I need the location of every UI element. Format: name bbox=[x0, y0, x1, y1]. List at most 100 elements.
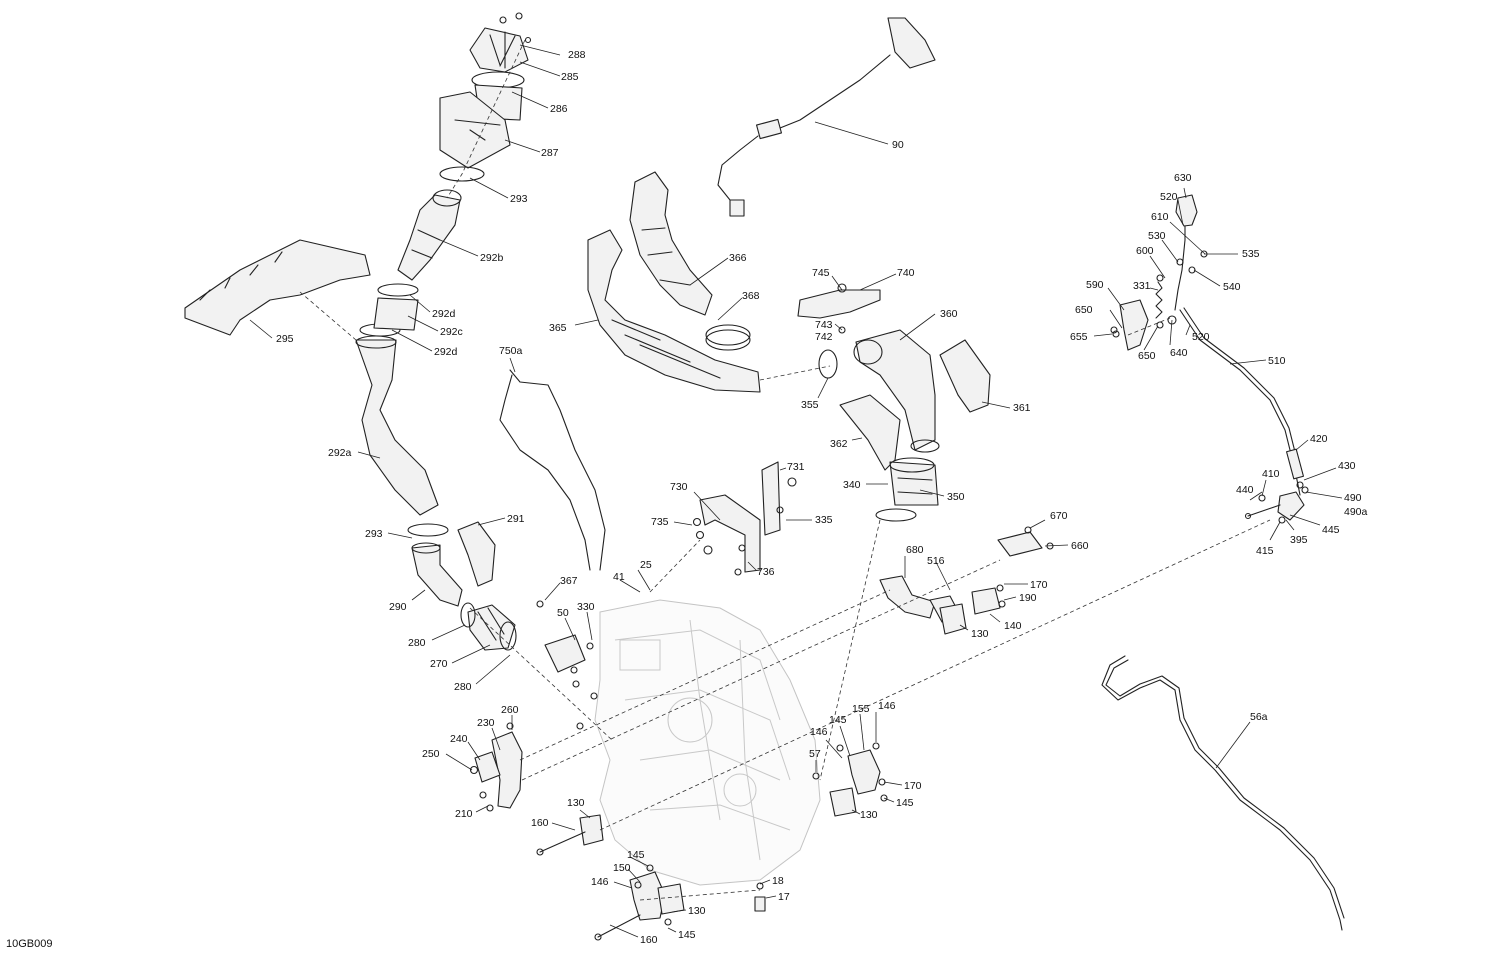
callout-590: 590 bbox=[1086, 279, 1104, 291]
mount-190 bbox=[939, 584, 1006, 635]
callout-270: 270 bbox=[430, 658, 448, 670]
callout-17: 17 bbox=[778, 891, 790, 903]
air-box bbox=[439, 71, 525, 169]
callout-510: 510 bbox=[1268, 355, 1286, 367]
callout-335: 335 bbox=[815, 514, 833, 526]
callout-355: 355 bbox=[801, 399, 819, 411]
callout-286: 286 bbox=[550, 103, 568, 115]
mount-150 bbox=[594, 864, 685, 941]
clamp-355 bbox=[818, 349, 838, 379]
callout-490: 490 bbox=[1344, 492, 1362, 504]
bracket-50 bbox=[536, 600, 598, 730]
callout-520: 520 bbox=[1160, 191, 1178, 203]
callout-290: 290 bbox=[389, 601, 407, 613]
hose-750a bbox=[499, 369, 606, 571]
callout-260: 260 bbox=[501, 704, 519, 716]
callout-395: 395 bbox=[1290, 534, 1308, 546]
shift-spring-331 bbox=[1155, 274, 1164, 319]
callout-660: 660 bbox=[1071, 540, 1089, 552]
mount-155 bbox=[812, 742, 888, 802]
callout-90: 90 bbox=[892, 139, 904, 151]
callout-170: 170 bbox=[1030, 579, 1048, 591]
callout-650-lower: 650 bbox=[1138, 350, 1156, 362]
callout-240: 240 bbox=[450, 733, 468, 745]
callout-145: 145 bbox=[627, 849, 645, 861]
callout-18: 18 bbox=[772, 875, 784, 887]
callout-155: 155 bbox=[852, 703, 870, 715]
callout-labels: 288 285 286 287 293 292b 292d 292c 292d … bbox=[276, 49, 1368, 946]
callout-430: 430 bbox=[1338, 460, 1356, 472]
callout-740: 740 bbox=[897, 267, 915, 279]
callout-230: 230 bbox=[477, 717, 495, 729]
callout-350: 350 bbox=[947, 491, 965, 503]
callout-160: 160 bbox=[531, 817, 549, 829]
callout-368: 368 bbox=[742, 290, 760, 302]
callout-650: 650 bbox=[1075, 304, 1093, 316]
callout-140: 140 bbox=[1004, 620, 1022, 632]
callout-50: 50 bbox=[557, 607, 569, 619]
callout-292a: 292a bbox=[328, 447, 352, 459]
callout-420: 420 bbox=[1310, 433, 1328, 445]
callout-160-lower: 160 bbox=[640, 934, 658, 946]
filter-340 bbox=[889, 457, 939, 506]
callout-655: 655 bbox=[1070, 331, 1088, 343]
callout-250: 250 bbox=[422, 748, 440, 760]
callout-292b: 292b bbox=[480, 252, 504, 264]
callout-640: 640 bbox=[1170, 347, 1188, 359]
callout-750a: 750a bbox=[499, 345, 523, 357]
callout-292c: 292c bbox=[440, 326, 463, 338]
callout-360: 360 bbox=[940, 308, 958, 320]
callout-490a: 490a bbox=[1344, 506, 1368, 518]
skid-plate-295 bbox=[184, 239, 371, 336]
intake-coupler-292c bbox=[373, 297, 419, 331]
mount-130-right bbox=[829, 787, 857, 817]
callout-731: 731 bbox=[787, 461, 805, 473]
assembly-guide-lines bbox=[299, 39, 1271, 901]
callout-680: 680 bbox=[906, 544, 924, 556]
air-filter-cover bbox=[469, 12, 532, 73]
clamp-368 bbox=[705, 324, 751, 351]
callout-330: 330 bbox=[577, 601, 595, 613]
bracket-680 bbox=[879, 526, 1054, 623]
gasket-350 bbox=[875, 508, 917, 522]
bolt-17 bbox=[754, 882, 766, 912]
callout-366: 366 bbox=[729, 252, 747, 264]
callout-340: 340 bbox=[843, 479, 861, 491]
engine-block bbox=[594, 599, 821, 886]
shift-linkage-445 bbox=[1244, 481, 1309, 524]
shift-knob-630 bbox=[1174, 194, 1208, 311]
leader-lines bbox=[249, 44, 1343, 938]
callout-285: 285 bbox=[561, 71, 579, 83]
callout-295: 295 bbox=[276, 333, 294, 345]
callout-745: 745 bbox=[812, 267, 830, 279]
intake-hose-292b bbox=[397, 189, 462, 281]
cable-56a bbox=[1101, 655, 1345, 931]
callout-730: 730 bbox=[670, 481, 688, 493]
callout-293: 293 bbox=[510, 193, 528, 205]
callout-520-lower: 520 bbox=[1192, 331, 1210, 343]
shift-rod-510 bbox=[1179, 307, 1305, 496]
mount-130-left bbox=[536, 814, 604, 856]
callout-415: 415 bbox=[1256, 545, 1274, 557]
callout-145-right-lower: 145 bbox=[896, 797, 914, 809]
callout-410: 410 bbox=[1262, 468, 1280, 480]
callout-287: 287 bbox=[541, 147, 559, 159]
callout-280-lower: 280 bbox=[454, 681, 472, 693]
callout-288: 288 bbox=[568, 49, 586, 61]
callout-291: 291 bbox=[507, 513, 525, 525]
callout-361: 361 bbox=[1013, 402, 1031, 414]
intake-elbow-290 bbox=[411, 542, 463, 607]
callout-440: 440 bbox=[1236, 484, 1254, 496]
callout-146-mid: 146 bbox=[810, 726, 828, 738]
callout-735: 735 bbox=[651, 516, 669, 528]
mount-230 bbox=[469, 722, 523, 812]
duct-291 bbox=[457, 521, 496, 587]
callout-146-right: 146 bbox=[878, 700, 896, 712]
callout-145-right: 145 bbox=[829, 714, 847, 726]
duct-360 bbox=[853, 329, 940, 453]
bracket-740 bbox=[797, 283, 881, 334]
callout-170-lower: 170 bbox=[904, 780, 922, 792]
deflector-362 bbox=[839, 394, 901, 471]
callout-130-right: 130 bbox=[971, 628, 989, 640]
